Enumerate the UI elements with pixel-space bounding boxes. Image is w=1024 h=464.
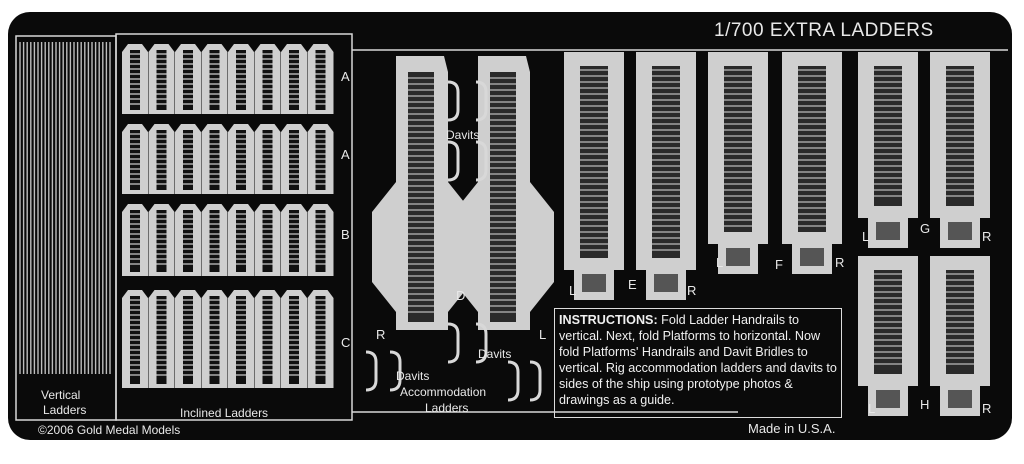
part-letter-h: H xyxy=(920,397,930,412)
davit xyxy=(365,350,378,392)
part-letter-r-d: R xyxy=(376,327,386,342)
platform-grate xyxy=(948,222,972,240)
platform-grate xyxy=(654,274,678,292)
inclined-ladders-caption: Inclined Ladders xyxy=(180,406,269,420)
inclined-ladder-slot xyxy=(130,130,140,190)
inclined-ladder-slot xyxy=(209,210,220,272)
part-letter-l-e: L xyxy=(569,283,577,298)
inclined-ladder-slot xyxy=(262,130,273,190)
accommodation-ladders-caption-1: Accommodation xyxy=(400,385,487,399)
inclined-ladder-slot xyxy=(236,130,246,190)
instructions-body: Fold Ladder Handrails to vertical. Next,… xyxy=(559,313,837,407)
davit xyxy=(475,140,488,182)
inclined-ladder-slot xyxy=(315,50,326,110)
inclined-ladder-slot xyxy=(183,130,193,190)
davit xyxy=(389,350,402,392)
inclined-ladder-slot xyxy=(156,210,167,272)
part-letter-l-h: L xyxy=(868,401,876,416)
vertical-ladders-caption-1: Vertical xyxy=(41,388,81,402)
row-letter-a1: A xyxy=(341,69,350,84)
davit xyxy=(447,80,460,122)
davit xyxy=(447,140,460,182)
vertical-ladders-caption-2: Ladders xyxy=(43,403,87,417)
part-letter-f: F xyxy=(775,257,783,272)
inclined-ladder-slot xyxy=(183,210,193,272)
platform-grate xyxy=(726,248,750,266)
inclined-ladder-slot xyxy=(236,210,246,272)
inclined-ladder-slot xyxy=(289,50,299,110)
instructions-box: INSTRUCTIONS: Fold Ladder Handrails to v… xyxy=(554,308,842,418)
inclined-ladder-slot xyxy=(315,210,326,272)
part-letter-l-f: L xyxy=(716,255,724,270)
row-letter-a2: A xyxy=(341,147,350,162)
inclined-ladder-slot xyxy=(209,130,220,190)
platform-grate xyxy=(948,390,972,408)
platform-grate xyxy=(876,390,900,408)
inclined-ladder-slot xyxy=(262,210,273,272)
inclined-ladders-frame xyxy=(115,33,353,421)
inclined-ladder-slot xyxy=(156,50,167,110)
row-letter-b: B xyxy=(341,227,350,242)
part-letter-e: E xyxy=(628,277,637,292)
inclined-ladder-slot xyxy=(183,50,193,110)
davit xyxy=(447,322,460,364)
straight-ladder-slot xyxy=(798,66,826,232)
part-letter-r-e: R xyxy=(687,283,697,298)
straight-ladder-slot xyxy=(580,66,608,258)
made-in-text: Made in U.S.A. xyxy=(748,421,836,436)
fret-title: 1/700 EXTRA LADDERS xyxy=(714,20,934,41)
inclined-ladder-slot xyxy=(289,130,299,190)
row-letter-c: C xyxy=(341,335,351,350)
inclined-ladder-slot xyxy=(289,210,299,272)
instructions-heading: INSTRUCTIONS: xyxy=(559,313,662,327)
inclined-ladder-slot xyxy=(315,130,326,190)
acc-ladder-d-right-slot xyxy=(490,72,516,322)
inclined-ladder-slot xyxy=(262,50,273,110)
accommodation-ladders-caption-2: Ladders xyxy=(425,401,469,415)
davits-label-left: Davits xyxy=(396,369,430,383)
straight-ladder-slot xyxy=(724,66,752,232)
part-letter-l-d: L xyxy=(539,327,547,342)
davit xyxy=(475,322,488,364)
part-letter-r-f: R xyxy=(835,255,845,270)
straight-ladder-slot xyxy=(652,66,680,258)
platform-grate xyxy=(582,274,606,292)
part-letter-r-g: R xyxy=(982,229,992,244)
photo-etch-fret: 1/700 EXTRA LADDERS A A B C Vertical Lad… xyxy=(8,12,1012,440)
davits-label-mid: Davits xyxy=(478,347,512,361)
platform-grate xyxy=(876,222,900,240)
inclined-ladder-slot xyxy=(130,50,140,110)
inclined-ladder-slot xyxy=(209,50,220,110)
part-letter-d: D xyxy=(456,288,466,303)
copyright-text: ©2006 Gold Medal Models xyxy=(38,423,181,437)
inclined-ladder-slot xyxy=(156,130,167,190)
part-letter-l-g: L xyxy=(862,229,870,244)
inclined-ladder-slot xyxy=(130,210,140,272)
platform-grate xyxy=(800,248,824,266)
fret-artwork xyxy=(15,33,1008,421)
davit xyxy=(529,360,542,402)
part-letter-r-h: R xyxy=(982,401,992,416)
part-letter-g: G xyxy=(920,221,931,236)
davits-label-top: Davits xyxy=(446,128,480,142)
acc-ladder-d-left-slot xyxy=(408,72,434,322)
davit xyxy=(475,80,488,122)
davit xyxy=(507,360,520,402)
inclined-ladder-slot xyxy=(236,50,246,110)
